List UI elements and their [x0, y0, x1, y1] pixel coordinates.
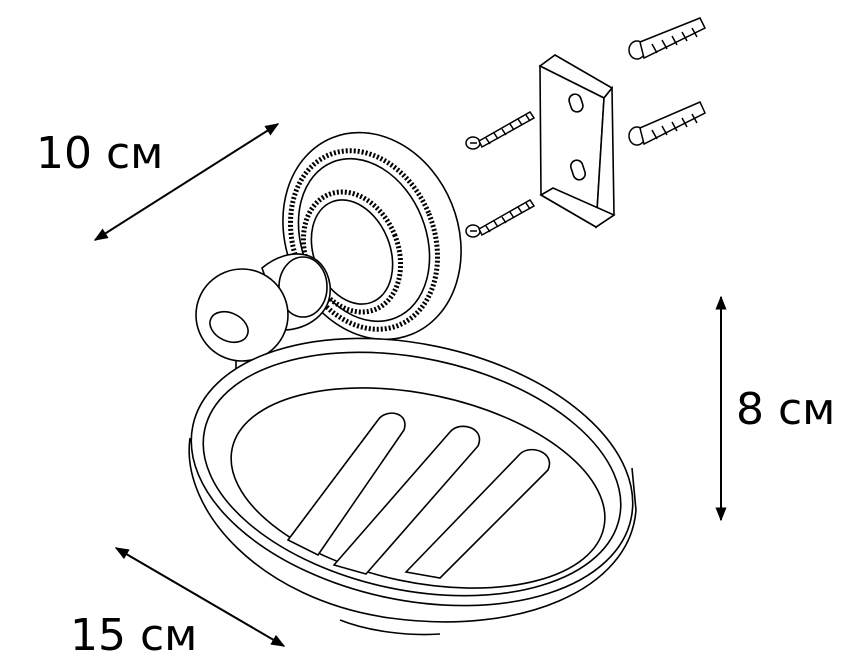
wall-plug-lower	[628, 101, 706, 146]
width-dimension-label: 15 см	[70, 610, 198, 661]
wall-plug-upper	[628, 17, 707, 60]
mounting-bracket	[538, 54, 616, 229]
height-dimension-label: 8 см	[736, 384, 836, 435]
screw-upper	[465, 111, 536, 150]
holder-arm	[195, 253, 331, 384]
depth-dimension-arrow	[93, 123, 280, 241]
depth-dimension-label: 10 см	[36, 128, 164, 179]
soap-grate	[286, 412, 551, 579]
screw-lower	[465, 199, 536, 238]
width-dimension-arrow	[114, 547, 286, 647]
